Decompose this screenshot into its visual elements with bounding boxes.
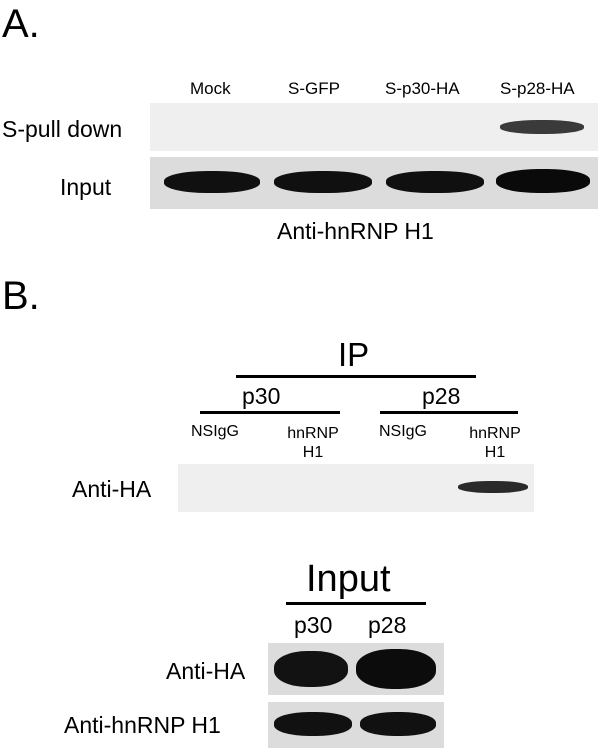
band-input-s-p30-ha bbox=[386, 171, 484, 193]
p28-group-line bbox=[380, 411, 518, 414]
panel-a-label: A. bbox=[2, 2, 40, 46]
input-lane-p28: p28 bbox=[368, 612, 407, 638]
band-input-s-gfp bbox=[274, 171, 372, 193]
band-ip-hnrnp-p28 bbox=[458, 481, 528, 493]
lane-label-mock: Mock bbox=[190, 79, 231, 98]
antibody-label-a: Anti-hnRNP H1 bbox=[277, 218, 434, 244]
blot-ip-anti-ha bbox=[178, 464, 534, 512]
ip-line bbox=[236, 375, 476, 378]
lane-label-s-p28-ha: S-p28-HA bbox=[500, 79, 575, 98]
ip-lane-hnrnp-h1-p30: hnRNP H1 bbox=[287, 425, 339, 462]
band-input-hnrnp-p30 bbox=[274, 712, 352, 736]
band-input-ha-p28 bbox=[356, 649, 436, 689]
row-label-anti-ha-input: Anti-HA bbox=[166, 658, 246, 684]
input-line bbox=[286, 602, 426, 605]
band-s-p28-ha-pulldown bbox=[500, 120, 584, 134]
band-input-ha-p30 bbox=[274, 651, 348, 687]
group-label-p28: p28 bbox=[422, 383, 461, 409]
band-input-s-p28-ha bbox=[496, 169, 590, 193]
row-label-anti-hnrnp-h1-input: Anti-hnRNP H1 bbox=[64, 712, 221, 738]
blot-s-pull-down bbox=[150, 103, 598, 151]
ip-lane-nsigg-p30: NSIgG bbox=[190, 423, 239, 440]
p30-group-line bbox=[200, 411, 340, 414]
ip-lane-hnrnp-h1-p28: hnRNP H1 bbox=[469, 425, 521, 462]
blot-input-anti-ha bbox=[268, 643, 444, 695]
input-title-b: Input bbox=[306, 558, 391, 600]
panel-b-label: B. bbox=[2, 274, 40, 318]
ip-title: IP bbox=[338, 336, 370, 373]
input-lane-p30: p30 bbox=[294, 612, 333, 638]
lane-label-s-p30-ha: S-p30-HA bbox=[385, 79, 460, 98]
row-label-input-a: Input bbox=[60, 174, 112, 200]
row-label-anti-ha-ip: Anti-HA bbox=[72, 476, 152, 502]
band-input-hnrnp-p28 bbox=[360, 712, 436, 736]
blot-input-a bbox=[150, 157, 598, 209]
lane-label-s-gfp: S-GFP bbox=[288, 79, 340, 98]
blot-input-anti-hnrnp-h1 bbox=[268, 702, 444, 748]
band-input-mock bbox=[164, 171, 260, 193]
group-label-p30: p30 bbox=[242, 383, 281, 409]
row-label-s-pull-down: S-pull down bbox=[2, 116, 123, 142]
ip-lane-nsigg-p28: NSIgG bbox=[378, 423, 427, 440]
